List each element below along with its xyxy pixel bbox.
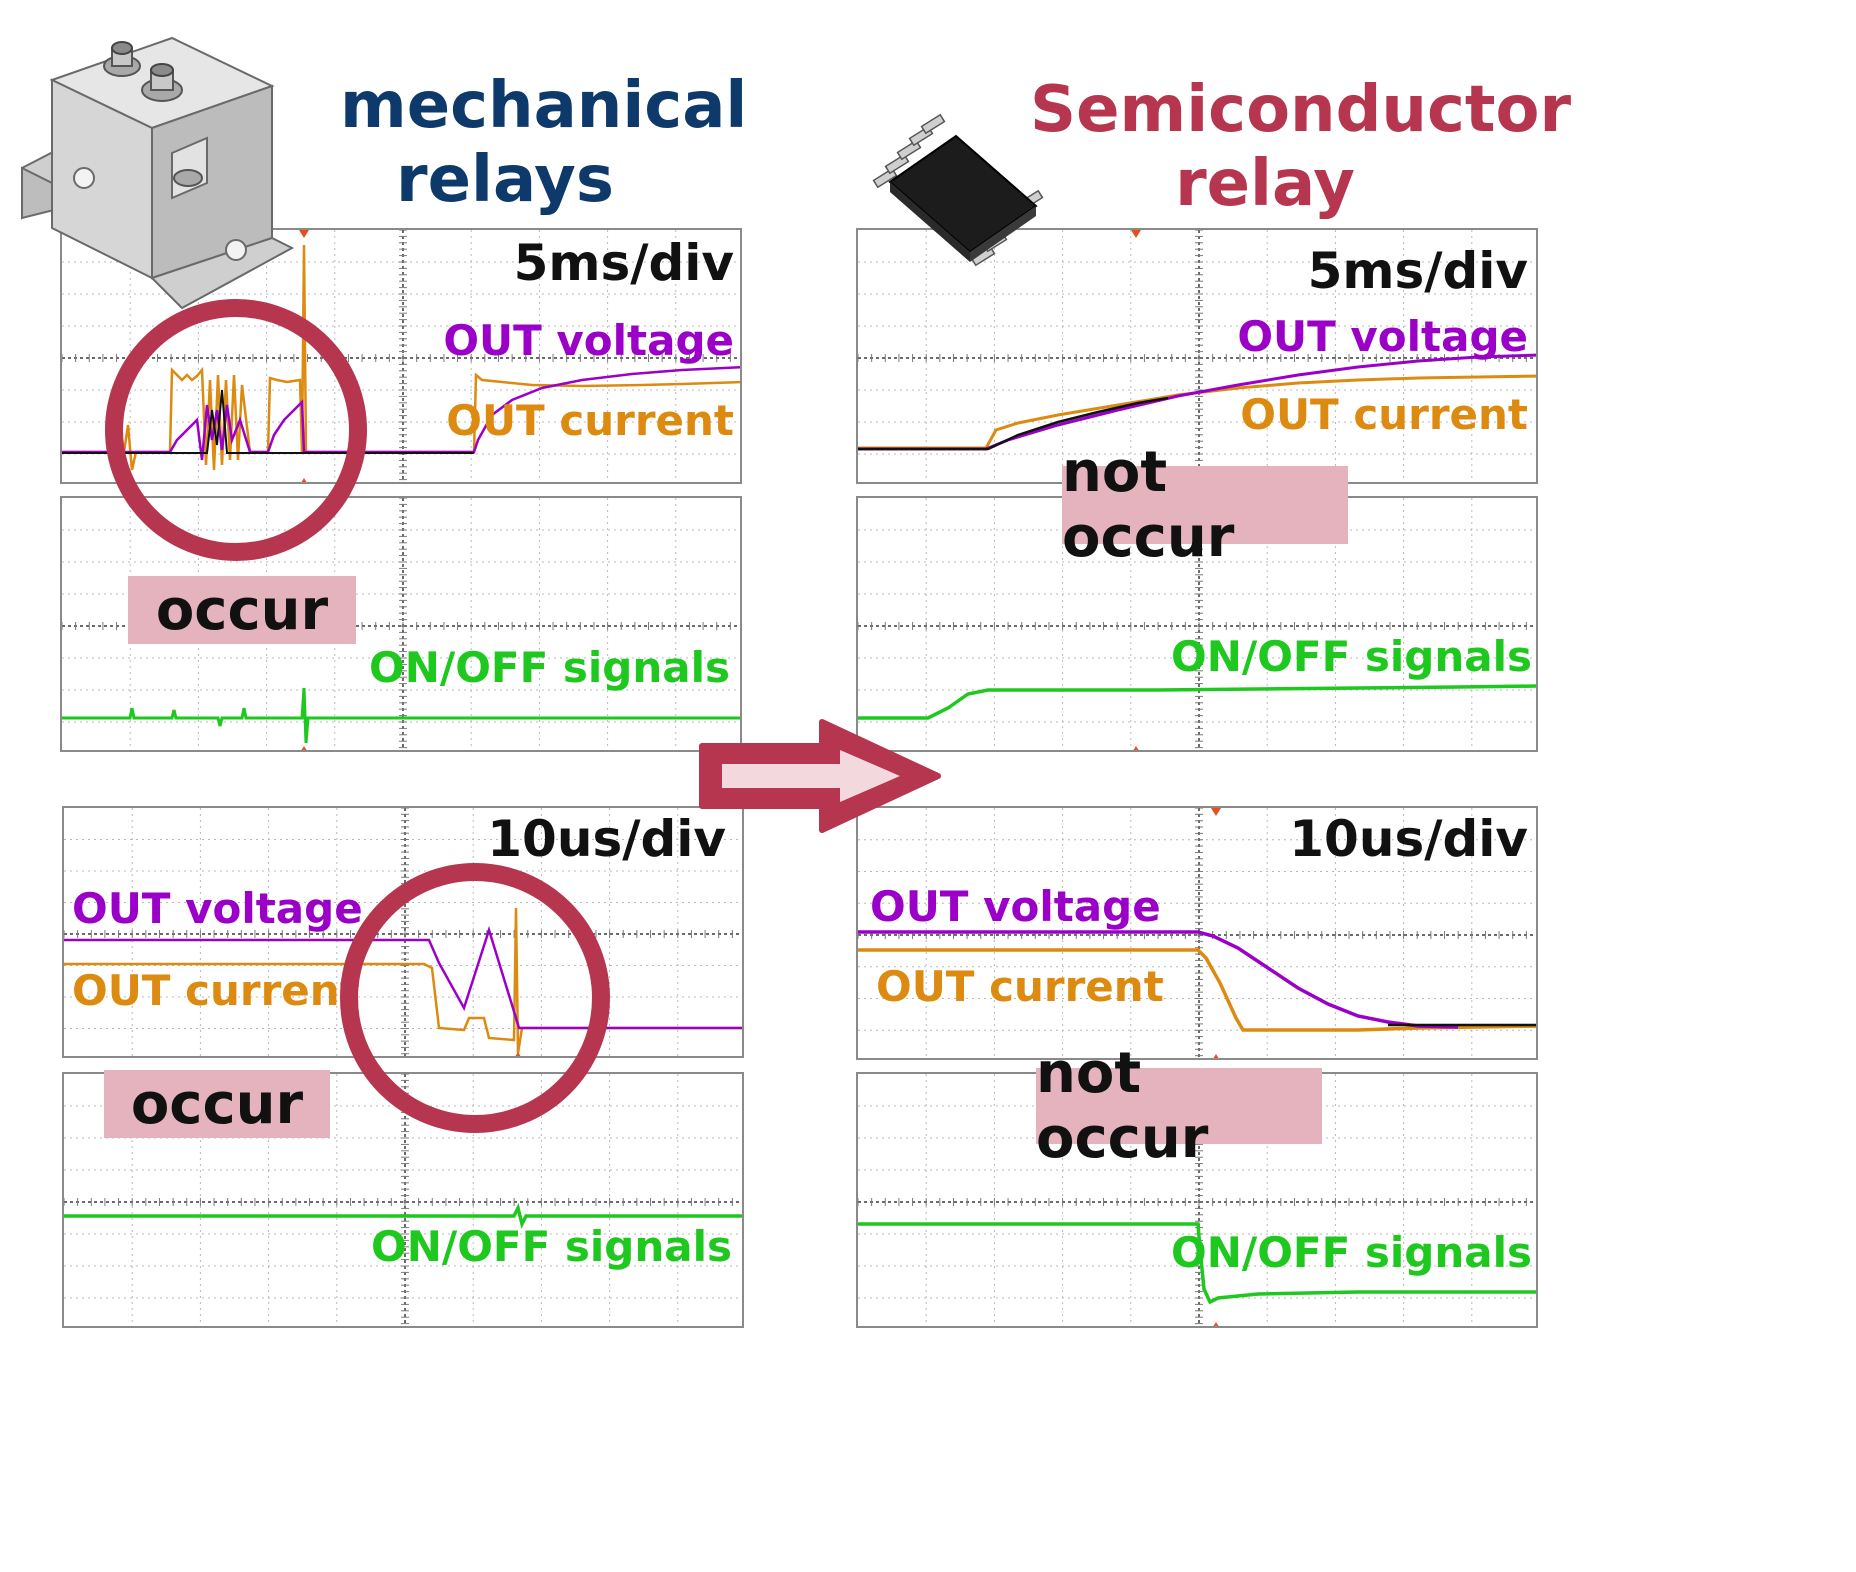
- trigger-marker-bottom: [301, 478, 307, 482]
- trigger-marker-top: [299, 230, 309, 238]
- mech-ms-onoff-label: ON/OFF signals: [369, 643, 730, 692]
- trigger-marker-bottom: [1213, 1054, 1219, 1058]
- trigger-marker-bottom: [1213, 1322, 1219, 1326]
- mech-ms-timediv-label: 5ms/div: [513, 234, 734, 292]
- mech-us-out-current-label: OUT current: [72, 966, 360, 1015]
- semi-us-out-current-label: OUT current: [876, 962, 1164, 1011]
- mech-us-onoff-label: ON/OFF signals: [371, 1222, 732, 1271]
- semi-ms-out-current-label: OUT current: [1240, 390, 1528, 439]
- semi-ms-overlap-trace: [858, 396, 1169, 451]
- semi-ms-upper-plot: [858, 230, 1536, 482]
- semi-us-voltage-trace: [858, 930, 1459, 1029]
- semi-ms-not-occur-badge: not occur: [1062, 440, 1348, 570]
- trigger-marker-top: [1211, 808, 1221, 816]
- scope-grid: [858, 808, 1536, 1058]
- semi-us-not-occur-badge: not occur: [1036, 1041, 1322, 1171]
- semi-us-voltage-current-scope: 10us/div OUT voltage OUT current: [856, 806, 1538, 1060]
- semi-us-onoff-label: ON/OFF signals: [1171, 1228, 1532, 1277]
- mech-ms-onoff-trace: [62, 687, 740, 744]
- semiconductor-relay-title: Semiconductor relay: [1030, 73, 1572, 221]
- mech-ms-occur-badge: occur: [128, 576, 356, 644]
- semi-ms-onoff-label: ON/OFF signals: [1171, 632, 1532, 681]
- trigger-marker-bottom: [301, 746, 307, 750]
- mech-us-out-voltage-label: OUT voltage: [72, 884, 363, 933]
- trigger-marker-top: [1131, 230, 1141, 238]
- scope-grid: [858, 230, 1536, 482]
- semi-us-onoff-scope: ON/OFF signals: [856, 1072, 1538, 1328]
- semi-us-timediv-label: 10us/div: [1289, 810, 1528, 868]
- semi-ms-voltage-current-scope: 5ms/div OUT voltage OUT current: [856, 228, 1538, 484]
- mech-ms-out-current-label: OUT current: [446, 396, 734, 445]
- mechanical-relays-title: mechanical relays: [340, 69, 748, 217]
- mech-us-onoff-trace: [64, 1202, 742, 1230]
- semi-us-lower-plot: [858, 1074, 1536, 1326]
- mech-ms-out-voltage-label: OUT voltage: [443, 316, 734, 365]
- mech-ms-voltage-current-scope: 5ms/div OUT voltage OUT current: [60, 228, 742, 484]
- semi-us-out-voltage-label: OUT voltage: [870, 882, 1161, 931]
- mech-us-timediv-label: 10us/div: [487, 810, 726, 868]
- semi-ms-onoff-trace: [858, 684, 1536, 720]
- semi-us-onoff-trace: [858, 1222, 1536, 1305]
- semi-us-upper-plot: [858, 808, 1536, 1058]
- semi-ms-timediv-label: 5ms/div: [1307, 242, 1528, 300]
- trigger-marker-bottom: [1133, 746, 1139, 750]
- trigger-marker-bottom: [515, 1052, 521, 1056]
- semi-us-current-trace: [858, 948, 1536, 1032]
- mech-us-voltage-current-scope: 10us/div OUT voltage OUT current: [62, 806, 744, 1058]
- semi-ms-out-voltage-label: OUT voltage: [1237, 312, 1528, 361]
- mech-us-occur-badge: occur: [104, 1070, 330, 1138]
